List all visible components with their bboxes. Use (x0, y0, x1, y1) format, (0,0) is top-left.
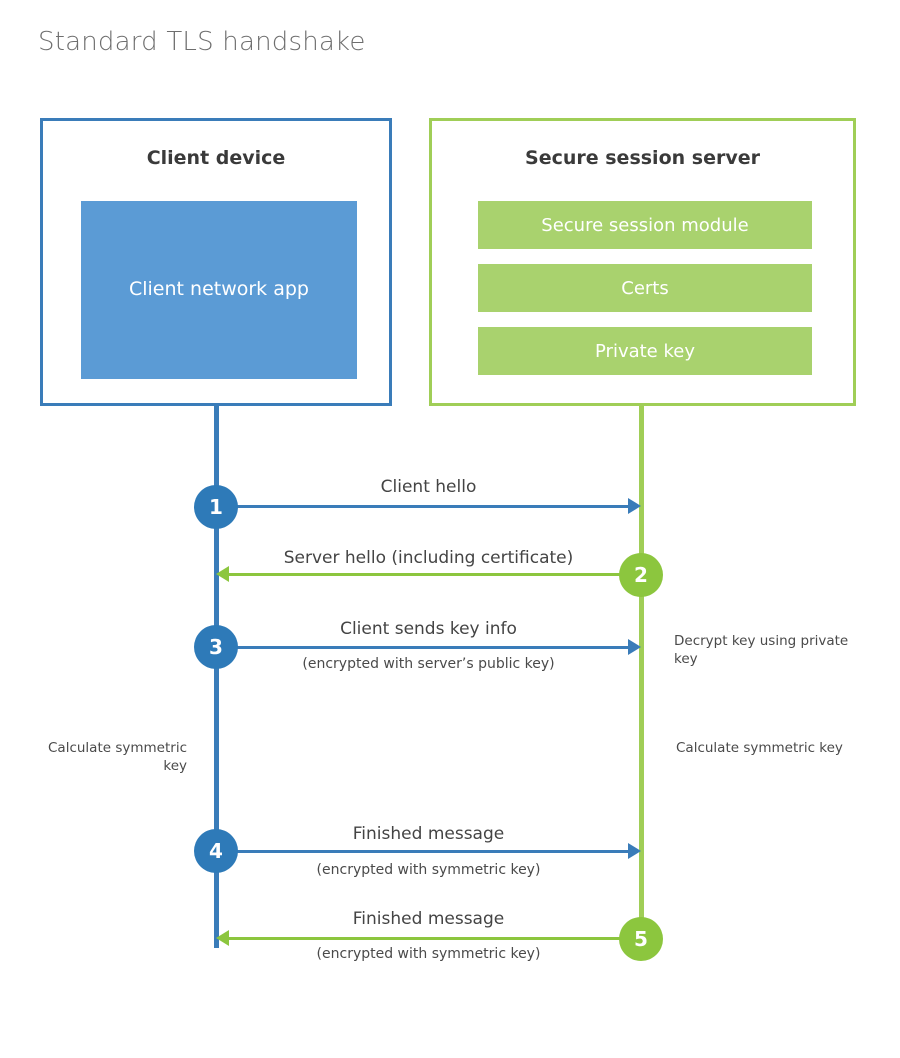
private-key-block: Private key (478, 327, 812, 375)
page-title: Standard TLS handshake (38, 27, 366, 57)
step-1-label: Client hello (380, 477, 477, 497)
step-1-arrow-head-icon (628, 498, 641, 514)
step-4-arrow-line (216, 850, 629, 853)
secure-session-module-block: Secure session module (478, 201, 812, 249)
step-3-sublabel: (encrypted with server’s public key) (302, 656, 555, 672)
step-1-circle[interactable]: 1 (194, 485, 238, 529)
step-4-sublabel: (encrypted with symmetric key) (316, 862, 541, 878)
step-3-arrow-head-icon (628, 639, 641, 655)
step-5-arrow-line (228, 937, 641, 940)
step-4-label: Finished message (352, 824, 505, 844)
step-4-circle[interactable]: 4 (194, 829, 238, 873)
client-calculate-annotation: Calculate symmetric key (48, 740, 187, 775)
client-lifeline (214, 403, 219, 948)
step-5-circle[interactable]: 5 (619, 917, 663, 961)
server-calculate-annotation: Calculate symmetric key (676, 740, 843, 756)
certs-block: Certs (478, 264, 812, 312)
step-2-circle[interactable]: 2 (619, 553, 663, 597)
step-3-circle[interactable]: 3 (194, 625, 238, 669)
step-5-arrow-head-icon (216, 930, 229, 946)
step-4-arrow-head-icon (628, 843, 641, 859)
server-decrypt-annotation: Decrypt key using private key (674, 633, 849, 668)
step-2-arrow-line (228, 573, 641, 576)
client-network-app-block: Client network app (81, 201, 357, 379)
step-5-sublabel: (encrypted with symmetric key) (316, 946, 541, 962)
secure-session-server-box: Secure session server Secure session mod… (429, 118, 856, 406)
step-2-label: Server hello (including certificate) (283, 548, 574, 568)
secure-session-server-title: Secure session server (525, 147, 760, 169)
client-device-box: Client device Client network app (40, 118, 392, 406)
step-2-arrow-head-icon (216, 566, 229, 582)
server-lifeline (639, 403, 644, 942)
step-3-arrow-line (216, 646, 629, 649)
step-5-label: Finished message (352, 909, 505, 929)
step-3-label: Client sends key info (340, 619, 517, 639)
step-1-arrow-line (216, 505, 629, 508)
client-device-title: Client device (146, 147, 286, 169)
